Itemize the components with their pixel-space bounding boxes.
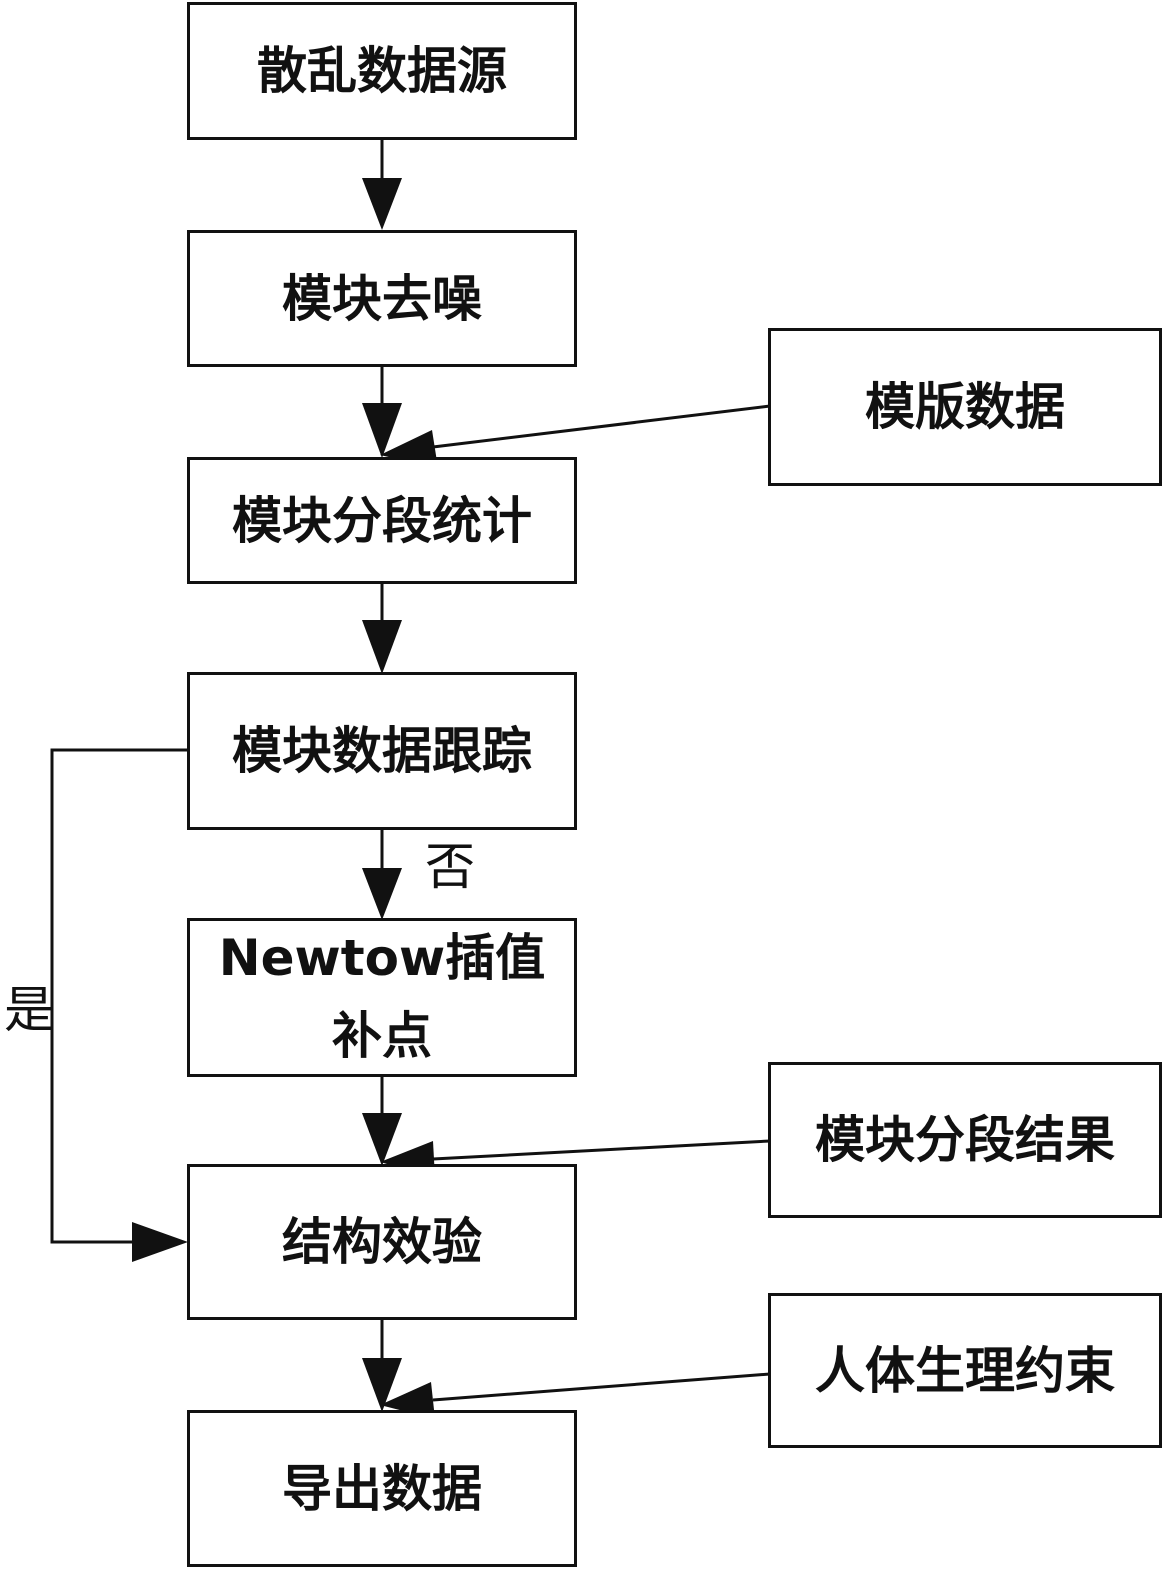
node-newton-interpolation: Newtow插值 补点: [187, 918, 577, 1077]
node-label: 导出数据: [282, 1459, 482, 1518]
edge-label-yes: 是: [4, 981, 54, 1039]
connector-lines: [50, 138, 771, 1402]
edge-result-to-check: [432, 1139, 771, 1161]
node-body-constraint: 人体生理约束: [768, 1293, 1162, 1448]
arrowhead-check: [362, 1113, 402, 1166]
arrowhead-denoise: [362, 178, 402, 230]
edge-constraint-to-export: [432, 1372, 771, 1402]
edge-tracking-yes-loop: [50, 748, 188, 1244]
node-template-data: 模版数据: [768, 328, 1162, 486]
arrowhead-yes: [132, 1222, 188, 1262]
arrowhead-tracking: [362, 620, 402, 674]
node-denoise: 模块去噪: [187, 230, 577, 367]
node-scattered-source: 散乱数据源: [187, 2, 577, 140]
node-label-line2: 补点: [332, 1006, 432, 1065]
node-label-line1: Newtow插值: [218, 929, 546, 987]
arrowheads: [132, 178, 438, 1419]
node-export-data: 导出数据: [187, 1410, 577, 1567]
arrowhead-export: [362, 1358, 402, 1412]
node-data-tracking: 模块数据跟踪: [187, 672, 577, 830]
arrowhead-segment: [362, 403, 402, 458]
node-label: 模块去噪: [282, 269, 482, 328]
node-label: 结构效验: [282, 1213, 482, 1271]
node-label: 模块分段结果: [815, 1111, 1115, 1169]
node-label: 模版数据: [865, 378, 1065, 436]
node-segment-result: 模块分段结果: [768, 1062, 1162, 1218]
arrowhead-constraint: [380, 1382, 435, 1419]
edge-label-no: 否: [425, 838, 475, 896]
node-label: 人体生理约束: [815, 1341, 1115, 1400]
arrowhead-newton: [362, 868, 402, 920]
node-label: 模块数据跟踪: [232, 722, 532, 780]
edge-template-to-segment: [432, 404, 771, 449]
node-structure-check: 结构效验: [187, 1164, 577, 1320]
node-label: 模块分段统计: [232, 491, 532, 550]
node-segment-stats: 模块分段统计: [187, 457, 577, 584]
node-label: 散乱数据源: [257, 42, 507, 100]
